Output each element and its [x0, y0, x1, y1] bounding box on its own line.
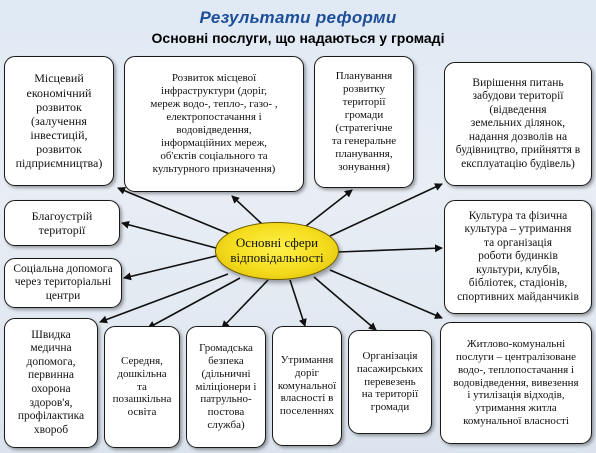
arrow-to-transport: [313, 276, 377, 331]
arrow-to-planning: [305, 189, 353, 227]
arrow-to-education: [147, 277, 241, 329]
box-territory-planning: Планування розвитку території громади (с…: [314, 56, 414, 188]
arrow-to-roads: [289, 279, 307, 327]
arrow-to-security: [221, 279, 269, 329]
box-housing-utilities: Житлово-комунальні послуги – централізов…: [440, 322, 592, 444]
box-economic-development: Місцевий економічний розвиток (залучення…: [4, 56, 114, 186]
box-infrastructure: Розвиток місцевої інфраструктури (доріг,…: [124, 56, 304, 192]
center-core-responsibilities: Основні сфери відповідальності: [215, 222, 339, 280]
arrow-to-culture: [337, 244, 443, 253]
box-roads-maintenance: Утримання доріг комунальної власності в …: [272, 326, 342, 446]
arrow-to-infrastructure: [231, 195, 263, 225]
arrow-to-medical: [99, 273, 229, 324]
box-social-assistance: Соціальна допомога через територіальні ц…: [4, 258, 122, 308]
box-land-development: Вирішення питань забудови території (від…: [444, 62, 592, 186]
arrow-to-social: [123, 255, 217, 281]
box-medical-care: Швидка медична допомога, первинна охорон…: [4, 318, 98, 448]
box-public-safety: Громадська безпека (дільничні міліціонер…: [186, 326, 266, 448]
arrow-to-land: [329, 183, 443, 237]
arrow-to-improvement: [121, 220, 217, 249]
box-culture-sports: Культура та фізична культура – утримання…: [444, 200, 592, 314]
arrow-to-economic: [117, 186, 233, 236]
box-education: Середня, дошкільна та позашкільна освіта: [104, 326, 180, 448]
box-territory-improvement: Благоустрій території: [4, 200, 120, 246]
arrow-to-housing: [329, 269, 443, 319]
box-passenger-transport: Організація пасажирських перевезень на т…: [348, 330, 432, 434]
diagram-title: Результати реформи: [199, 8, 397, 27]
diagram-subtitle: Основні послуги, що надаються у громаді: [151, 30, 445, 46]
